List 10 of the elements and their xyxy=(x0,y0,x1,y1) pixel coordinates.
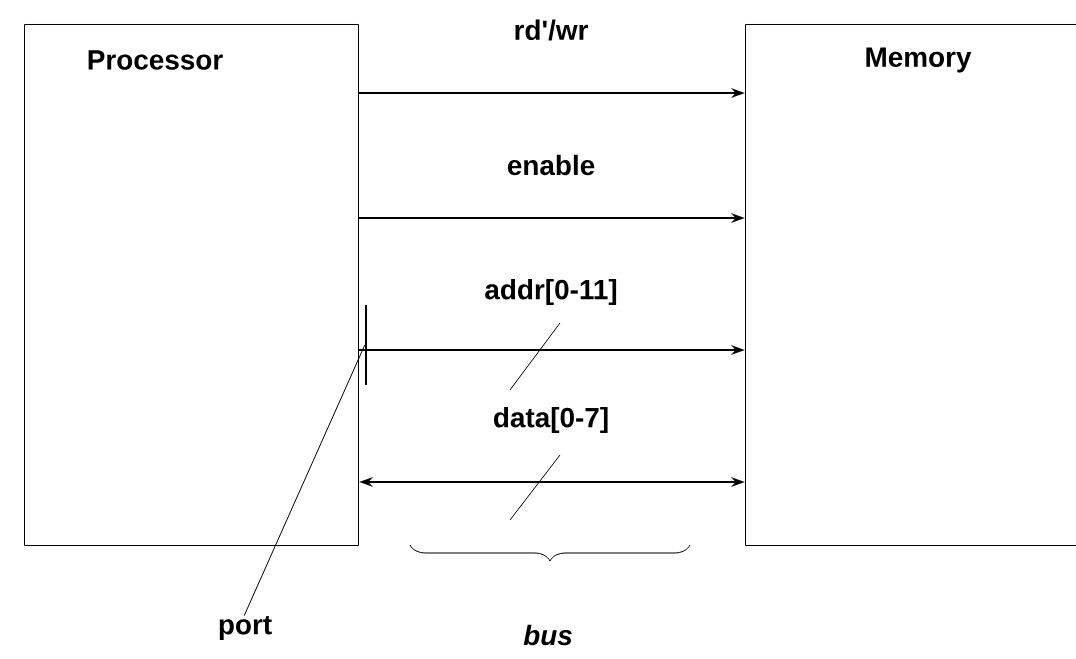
edge-label: data[0-7] xyxy=(494,407,608,433)
block-box: Processor xyxy=(24,24,359,546)
port-label: port xyxy=(219,616,272,640)
port-tick xyxy=(365,305,367,385)
edge-label: addr[0-11] xyxy=(485,279,617,305)
block-box: Memory xyxy=(745,24,1076,546)
edge-label: rd'/wr xyxy=(515,19,588,41)
leader-line xyxy=(243,344,366,617)
bus-label: bus xyxy=(523,624,572,646)
edge-label: enable xyxy=(507,154,595,176)
